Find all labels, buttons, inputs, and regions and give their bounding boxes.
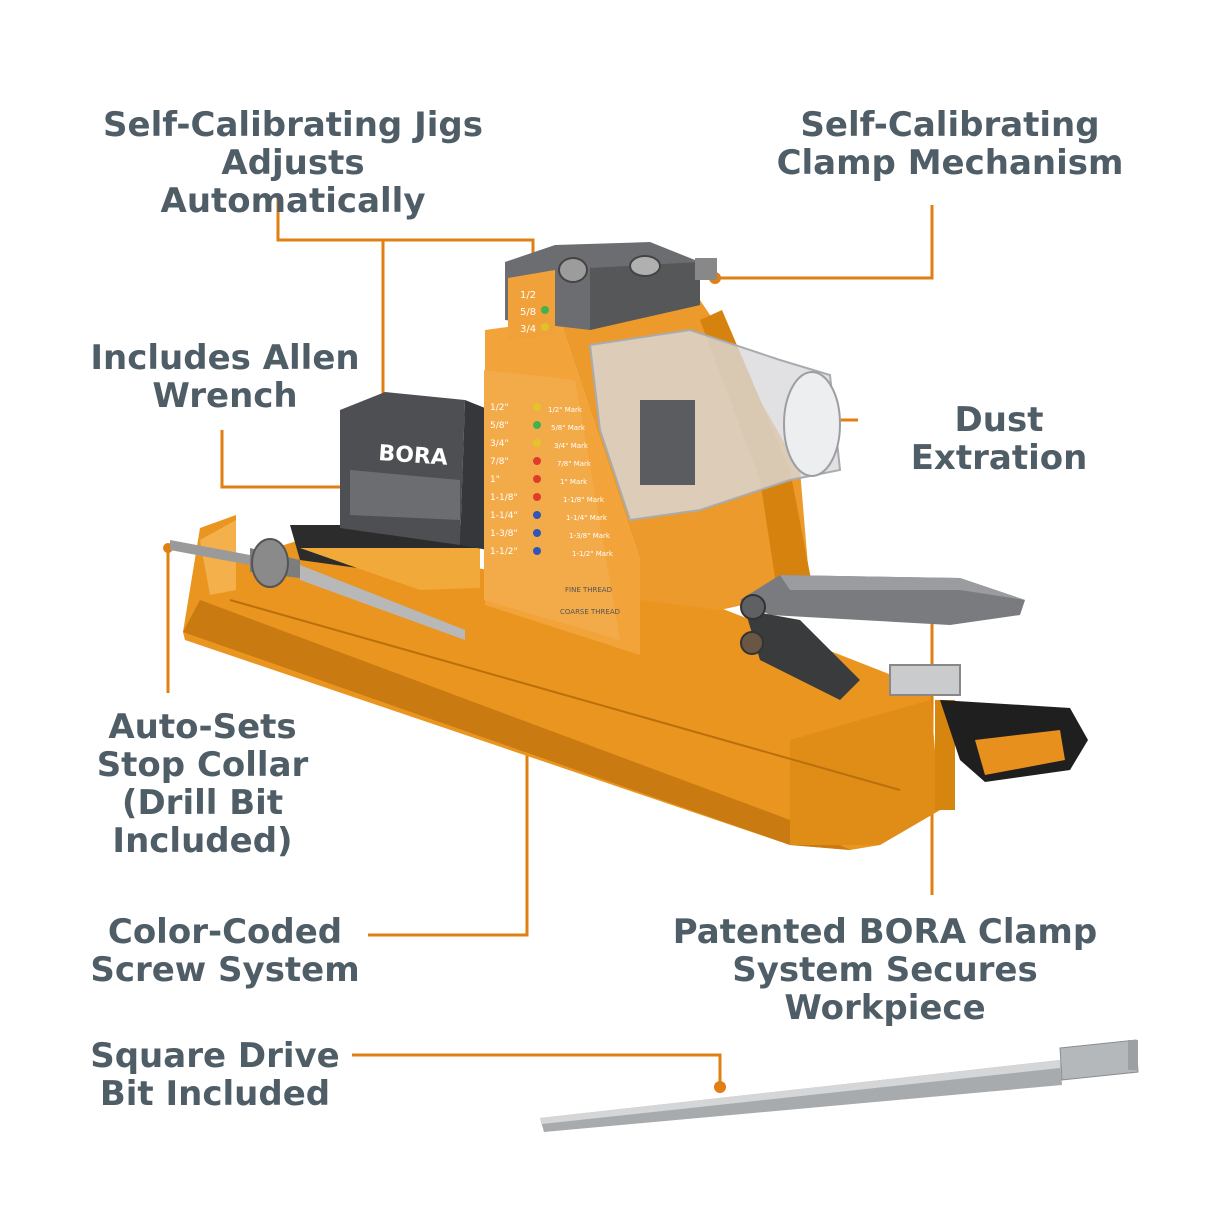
chart-row-color-dot	[533, 421, 541, 429]
chart-row-color-dot	[533, 475, 541, 483]
callout-line-square-drive	[352, 1053, 722, 1087]
callout-color-coded: Color-Coded Screw System	[90, 912, 360, 990]
callout-dust-extraction: Dust Extration	[910, 400, 1088, 478]
chart-row-mark: 1-3/8" Mark	[569, 532, 611, 540]
chart-row-color-dot	[533, 511, 541, 519]
callout-stop-collar: Auto-Sets Stop Collar (Drill Bit Include…	[96, 707, 309, 861]
callout-clamp-mechanism: Self-Calibrating Clamp Mechanism	[776, 105, 1124, 183]
chart-row-thickness: 1-1/8"	[490, 493, 518, 503]
chart-row-thickness: 1-1/2"	[490, 547, 518, 557]
chart-row-thickness: 1-3/8"	[490, 529, 518, 539]
chart-row-thickness: 3/4"	[490, 439, 509, 449]
clamp	[740, 575, 1088, 782]
chart-row-color-dot	[533, 493, 541, 501]
chart-row-color-dot	[533, 439, 541, 447]
callout-square-drive: Square Drive Bit Included	[90, 1036, 340, 1114]
drill-bit	[170, 538, 465, 640]
callout-bora-clamp: Patented BORA Clamp System Secures Workp…	[672, 912, 1098, 1028]
dust-hood	[588, 328, 842, 522]
chart-row-color-dot	[533, 403, 541, 411]
callout-self-calibrating-jigs: Self-Calibrating Jigs Adjusts Automatica…	[103, 105, 483, 221]
chart-row-mark: 1" Mark	[560, 478, 588, 486]
chart-row-mark: 1-1/8" Mark	[563, 496, 605, 504]
screw-chart: 1/2" 1/2" Mark 5/8" 5/8" Mark 3/4" 3/4" Mark 7…	[490, 403, 620, 616]
chart-row-thickness: 1"	[490, 475, 500, 485]
bora-logo: BORA	[378, 441, 449, 471]
allen-wrench-holder: BORA	[340, 392, 490, 550]
chart-row-mark: 1/2" Mark	[548, 406, 583, 414]
chart-row-thickness: 7/8"	[490, 457, 509, 467]
chart-row-thickness: 1-1/4"	[490, 511, 518, 521]
chart-row-mark: 5/8" Mark	[551, 424, 586, 432]
jig-top-block: 1/2 5/8 3/4	[505, 242, 717, 340]
chart-row-color-dot	[533, 547, 541, 555]
callout-line-jigs	[276, 198, 535, 262]
chart-row-thickness: 5/8"	[490, 421, 509, 431]
chart-row-color-dot	[533, 457, 541, 465]
callout-line-clamp-mech	[715, 205, 934, 280]
callout-dot-square-drive	[714, 1081, 726, 1093]
callout-lines	[166, 198, 934, 1087]
chart-row-mark: 1-1/2" Mark	[572, 550, 614, 558]
thickness-value: 5/8	[520, 307, 536, 318]
fine-thread-label: FINE THREAD	[565, 586, 612, 594]
callout-allen-wrench: Includes Allen Wrench	[90, 338, 360, 416]
square-drive-bit	[540, 1039, 1139, 1132]
thickness-value: 3/4	[520, 324, 536, 335]
chart-row-thickness: 1/2"	[490, 403, 509, 413]
thickness-value: 1/2	[520, 290, 536, 301]
chart-row-color-dot	[533, 529, 541, 537]
chart-row-mark: 3/4" Mark	[554, 442, 589, 450]
chart-row-mark: 1-1/4" Mark	[566, 514, 608, 522]
chart-row-mark: 7/8" Mark	[557, 460, 592, 468]
coarse-thread-label: COARSE THREAD	[560, 608, 620, 616]
